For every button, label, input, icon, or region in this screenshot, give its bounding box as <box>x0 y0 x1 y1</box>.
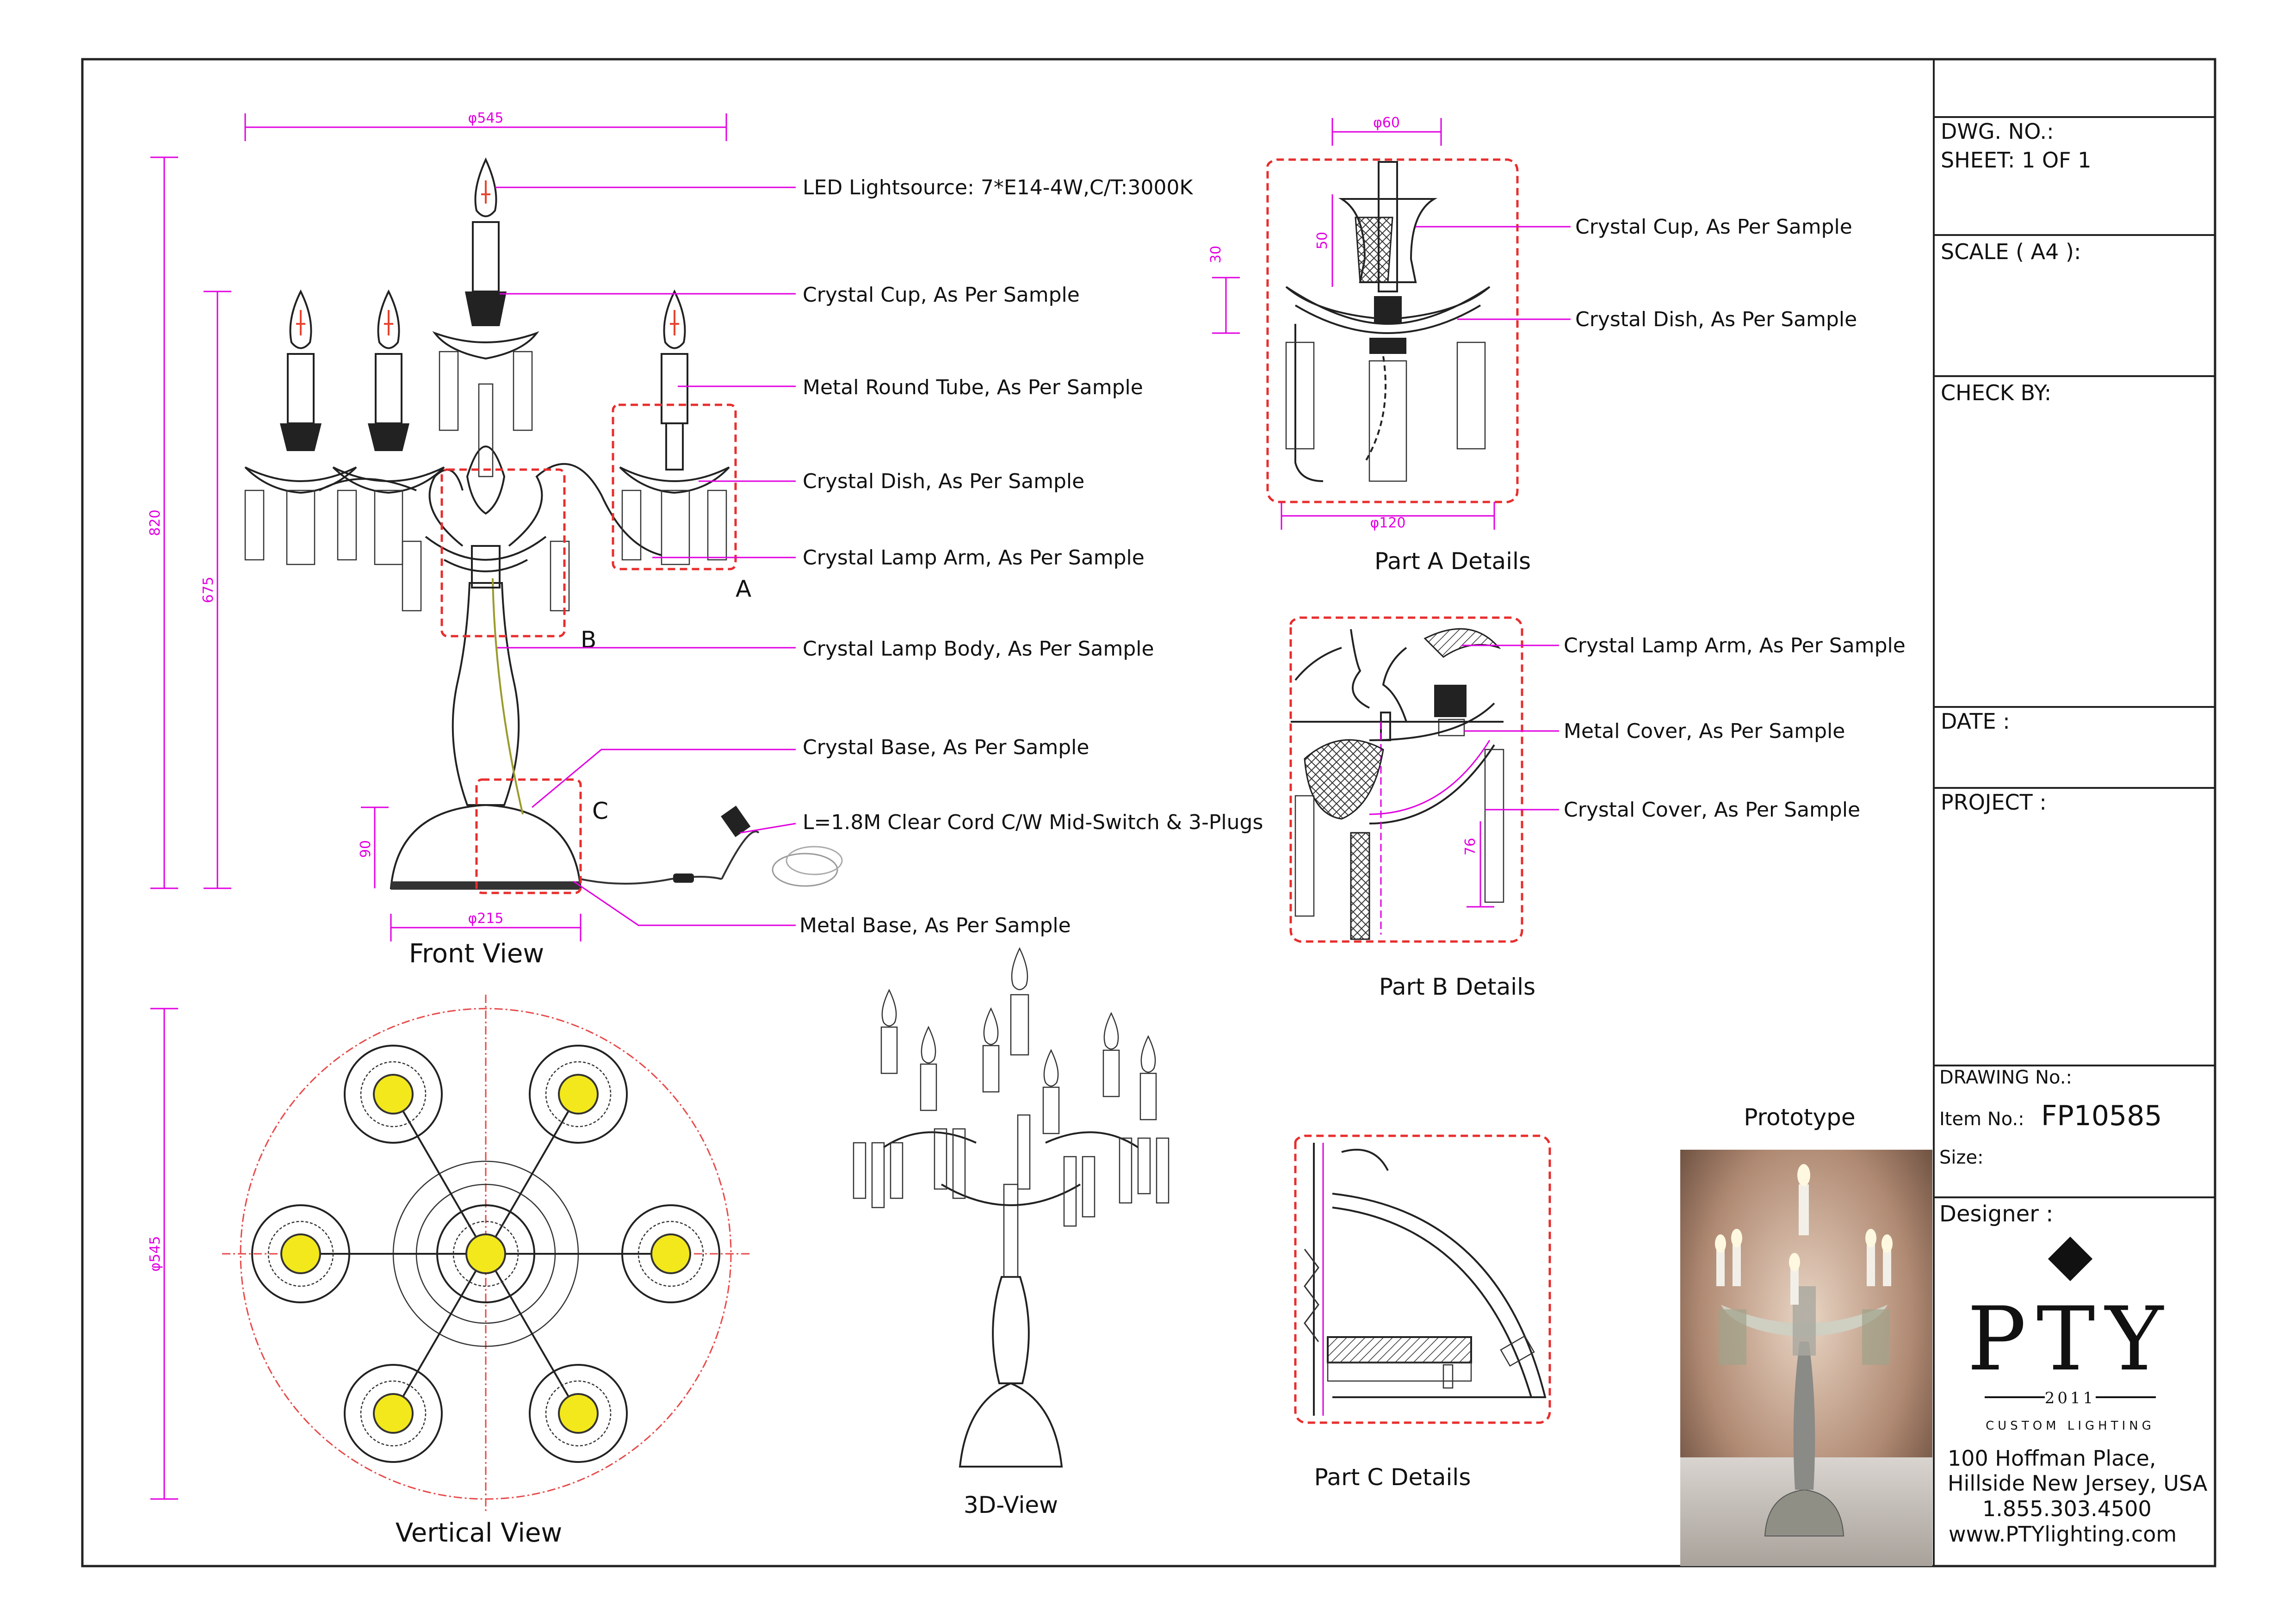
vertical-view-title: Vertical View <box>396 1518 562 1548</box>
dim-cup-diameter: φ60 <box>1373 115 1400 131</box>
sheet-label: SHEET: 1 OF 1 <box>1941 148 2092 173</box>
part-b-title: Part B Details <box>1379 973 1535 1000</box>
phone: 1.855.303.4500 <box>1982 1496 2152 1521</box>
dim-top-diameter: φ545 <box>147 1236 163 1271</box>
dim-body-height: 675 <box>200 576 217 603</box>
item-no-value: FP10585 <box>2041 1100 2162 1132</box>
dwg-no-label: DWG. NO.: <box>1941 119 2054 144</box>
dim-cover-height: 76 <box>1462 838 1479 855</box>
callout-crystal-cup: Crystal Cup, As Per Sample <box>803 283 1080 307</box>
front-lamp-drawing <box>244 157 843 890</box>
part-a-callout-dish: Crystal Dish, As Per Sample <box>1575 308 1857 331</box>
size-label: Size: <box>1939 1147 1984 1168</box>
part-b-callout-crystal-cover: Crystal Cover, As Per Sample <box>1564 798 1860 822</box>
pty-logo: PTY 2011 CUSTOM LIGHTING <box>1967 1236 2173 1433</box>
marker-a: A <box>736 576 751 602</box>
address-line-1: 100 Hoffman Place, <box>1948 1446 2156 1471</box>
vertical-view: φ545 Vertical View <box>147 995 749 1548</box>
title-block: DWG. NO.: SHEET: 1 OF 1 SCALE ( A4 ): CH… <box>1933 59 2215 1566</box>
dim-overall-width: φ545 <box>468 110 503 126</box>
prototype-photo: Prototype <box>1680 1104 1932 1566</box>
front-view-title: Front View <box>409 939 544 969</box>
three-d-view: 3D-View <box>853 947 1170 1518</box>
part-a-details: φ60 50 30 φ120 Crystal Cup, As Per Sampl… <box>1208 115 1857 575</box>
dim-cup-height: 50 <box>1314 232 1331 249</box>
logo-year: 2011 <box>2045 1389 2096 1407</box>
item-no-label: Item No.: <box>1939 1109 2024 1130</box>
part-c-details: Part C Details <box>1294 1134 1551 1491</box>
logo-text: PTY <box>1967 1288 2173 1390</box>
prototype-title: Prototype <box>1744 1104 1855 1131</box>
dim-base-height: 90 <box>358 840 374 858</box>
callout-metal-base: Metal Base, As Per Sample <box>799 914 1071 937</box>
part-a-callout-cup: Crystal Cup, As Per Sample <box>1575 215 1852 239</box>
front-leaders <box>495 186 796 926</box>
front-view: φ545 820 675 90 φ215 <box>147 110 1263 969</box>
address-line-2: Hillside New Jersey, USA <box>1948 1471 2208 1496</box>
callout-cord: L=1.8M Clear Cord C/W Mid-Switch & 3-Plu… <box>803 811 1263 834</box>
designer-label: Designer : <box>1939 1201 2053 1227</box>
callout-lamp-body: Crystal Lamp Body, As Per Sample <box>803 637 1154 661</box>
callout-crystal-base: Crystal Base, As Per Sample <box>803 736 1089 759</box>
dim-base-diameter: φ215 <box>468 911 503 927</box>
part-b-callout-metal-cover: Metal Cover, As Per Sample <box>1564 719 1845 743</box>
check-by-label: CHECK BY: <box>1941 380 2051 405</box>
callout-led: LED Lightsource: 7*E14-4W,C/T:3000K <box>803 176 1193 199</box>
dim-dish-height: 30 <box>1208 246 1224 263</box>
logo-tagline: CUSTOM LIGHTING <box>1986 1419 2155 1433</box>
drawing-no-label: DRAWING No.: <box>1939 1067 2072 1088</box>
part-b-details: 76 Crystal Lamp Arm, As Per Sample Metal… <box>1289 616 1906 1000</box>
marker-c: C <box>592 798 608 824</box>
callout-crystal-dish: Crystal Dish, As Per Sample <box>803 470 1084 493</box>
part-b-callout-arm: Crystal Lamp Arm, As Per Sample <box>1564 634 1906 657</box>
date-label: DATE : <box>1941 709 2010 734</box>
part-a-title: Part A Details <box>1374 548 1531 575</box>
scale-label: SCALE ( A4 ): <box>1941 239 2081 264</box>
project-label: PROJECT : <box>1941 790 2047 815</box>
marker-b: B <box>581 626 596 653</box>
dim-dish-diameter: φ120 <box>1370 515 1405 531</box>
callout-metal-tube: Metal Round Tube, As Per Sample <box>803 376 1143 399</box>
three-d-view-title: 3D-View <box>964 1492 1058 1518</box>
callout-lamp-arm: Crystal Lamp Arm, As Per Sample <box>803 546 1145 570</box>
part-c-title: Part C Details <box>1314 1464 1471 1491</box>
vertical-bulbs <box>251 1045 720 1463</box>
website: www.PTYlighting.com <box>1949 1522 2177 1547</box>
diamond-icon <box>2048 1236 2093 1282</box>
vertical-arms <box>301 1093 671 1414</box>
dim-overall-height: 820 <box>147 509 163 536</box>
sheet-border <box>81 58 2216 1567</box>
